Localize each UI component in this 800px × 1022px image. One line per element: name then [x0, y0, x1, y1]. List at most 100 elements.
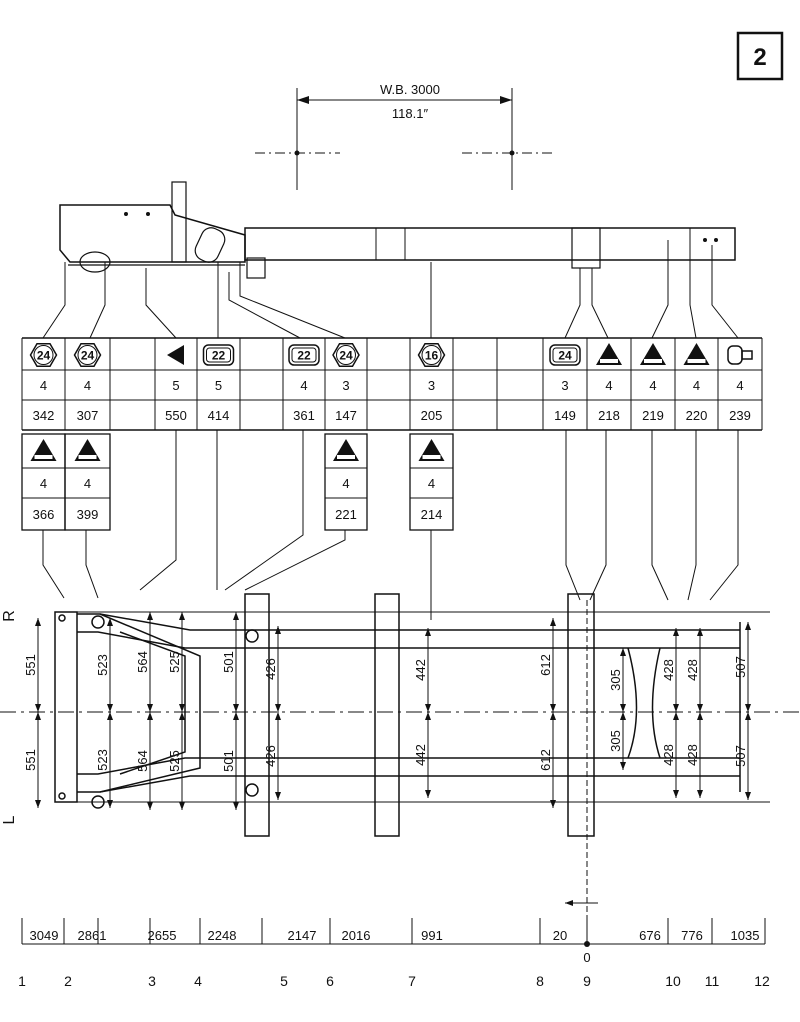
station-number: 2	[64, 973, 72, 989]
station-number: 3	[148, 973, 156, 989]
dimension-label: 2655	[148, 928, 177, 943]
dimension-label: 305	[608, 669, 623, 691]
vertical-dimension: 426	[263, 712, 281, 800]
dimension-label: 305	[608, 730, 623, 752]
code-cell: 342	[33, 408, 55, 423]
station-number: 5	[280, 973, 288, 989]
vertical-dimension: 428	[661, 628, 679, 712]
dimension-label: 428	[685, 659, 700, 681]
svg-text:24: 24	[558, 349, 572, 363]
svg-text:24: 24	[37, 349, 51, 363]
frame-side-view	[59, 181, 736, 279]
frame-plan-view	[0, 593, 800, 837]
qty-cell: 5	[172, 378, 179, 393]
dimension-label: 426	[263, 745, 278, 767]
station-number: 9	[583, 973, 591, 989]
vertical-dimension: 507	[733, 622, 751, 712]
rounded-nut-icon: 22	[288, 344, 320, 366]
station-number: 10	[665, 973, 681, 989]
dimension-label: 501	[221, 750, 236, 772]
triangle-icon	[596, 343, 622, 365]
vertical-dimension: 442	[413, 628, 431, 712]
wheelbase-label: W.B. 3000	[380, 82, 440, 97]
page-number-box: 2	[736, 31, 784, 81]
dimension-label: 564	[135, 750, 150, 772]
page-number: 2	[753, 44, 766, 71]
vertical-dimension: 305	[608, 648, 626, 712]
code-cell: 218	[598, 408, 620, 423]
vertical-dimension: 305	[608, 712, 626, 770]
code-cell: 221	[335, 507, 357, 522]
table-column: 4 218	[596, 343, 622, 423]
vertical-dimension: 501	[221, 712, 239, 810]
wedge-icon	[167, 345, 184, 365]
vertical-dimension: 564	[135, 712, 153, 810]
station-number: 11	[705, 973, 720, 989]
qty-cell: 4	[428, 476, 435, 491]
side-label-right: R	[1, 610, 18, 622]
code-cell: 361	[293, 408, 315, 423]
dimension-label: 2016	[342, 928, 371, 943]
dimension-label: 1035	[731, 928, 760, 943]
table-column: 4 220	[683, 343, 710, 423]
code-cell: 149	[554, 408, 576, 423]
svg-text:24: 24	[81, 349, 95, 363]
station-number: 12	[754, 973, 770, 989]
dimension-label: 501	[221, 651, 236, 673]
dimension-label: 428	[661, 744, 676, 766]
svg-text:22: 22	[297, 349, 311, 363]
dimension-label: 676	[639, 928, 661, 943]
qty-cell: 3	[342, 378, 349, 393]
station-number: 7	[408, 973, 416, 989]
svg-text:22: 22	[212, 349, 226, 363]
dimension-label: 523	[95, 654, 110, 676]
code-cell: 219	[642, 408, 664, 423]
qty-cell: 4	[84, 378, 91, 393]
code-cell: 366	[33, 507, 55, 522]
hex-nut-icon: 16	[417, 342, 446, 368]
dimension-label: 612	[538, 749, 553, 771]
vertical-dimension: 501	[221, 612, 239, 712]
qty-cell: 4	[736, 378, 743, 393]
qty-cell: 4	[693, 378, 700, 393]
triangle-icon	[74, 439, 101, 461]
vertical-dimension: 426	[263, 626, 281, 712]
code-cell: 205	[421, 408, 443, 423]
dimension-label: 525	[167, 651, 182, 673]
dimension-label: 2248	[208, 928, 237, 943]
dimension-label: 507	[733, 745, 748, 767]
code-cell: 399	[77, 507, 99, 522]
code-cell: 550	[165, 408, 187, 423]
dimension-label: 426	[263, 658, 278, 680]
table-column: 5 550	[165, 345, 187, 423]
dimension-label: 2147	[288, 928, 317, 943]
wheelbase-dimension: W.B. 3000 118.1″	[255, 82, 555, 190]
secondary-table: 4 221	[324, 433, 368, 531]
dimension-label: 20	[553, 928, 567, 943]
qty-cell: 3	[428, 378, 435, 393]
leader-lines-bottom	[42, 430, 739, 620]
triangle-icon	[30, 439, 57, 461]
station-number: 8	[536, 973, 544, 989]
hex-nut-icon: 24	[73, 342, 102, 368]
dimension-label: 551	[23, 749, 38, 771]
vertical-dimension: 442	[413, 712, 431, 798]
qty-cell: 4	[342, 476, 349, 491]
dimension-label: 428	[661, 659, 676, 681]
dimension-label: 776	[681, 928, 703, 943]
code-cell: 220	[686, 408, 708, 423]
hex-nut-icon: 24	[29, 342, 58, 368]
triangle-icon	[333, 439, 359, 461]
svg-text:16: 16	[425, 349, 439, 363]
qty-cell: 4	[605, 378, 612, 393]
triangle-icon	[640, 343, 666, 365]
vertical-dimension: 525	[167, 612, 185, 712]
dimension-label: 523	[95, 749, 110, 771]
